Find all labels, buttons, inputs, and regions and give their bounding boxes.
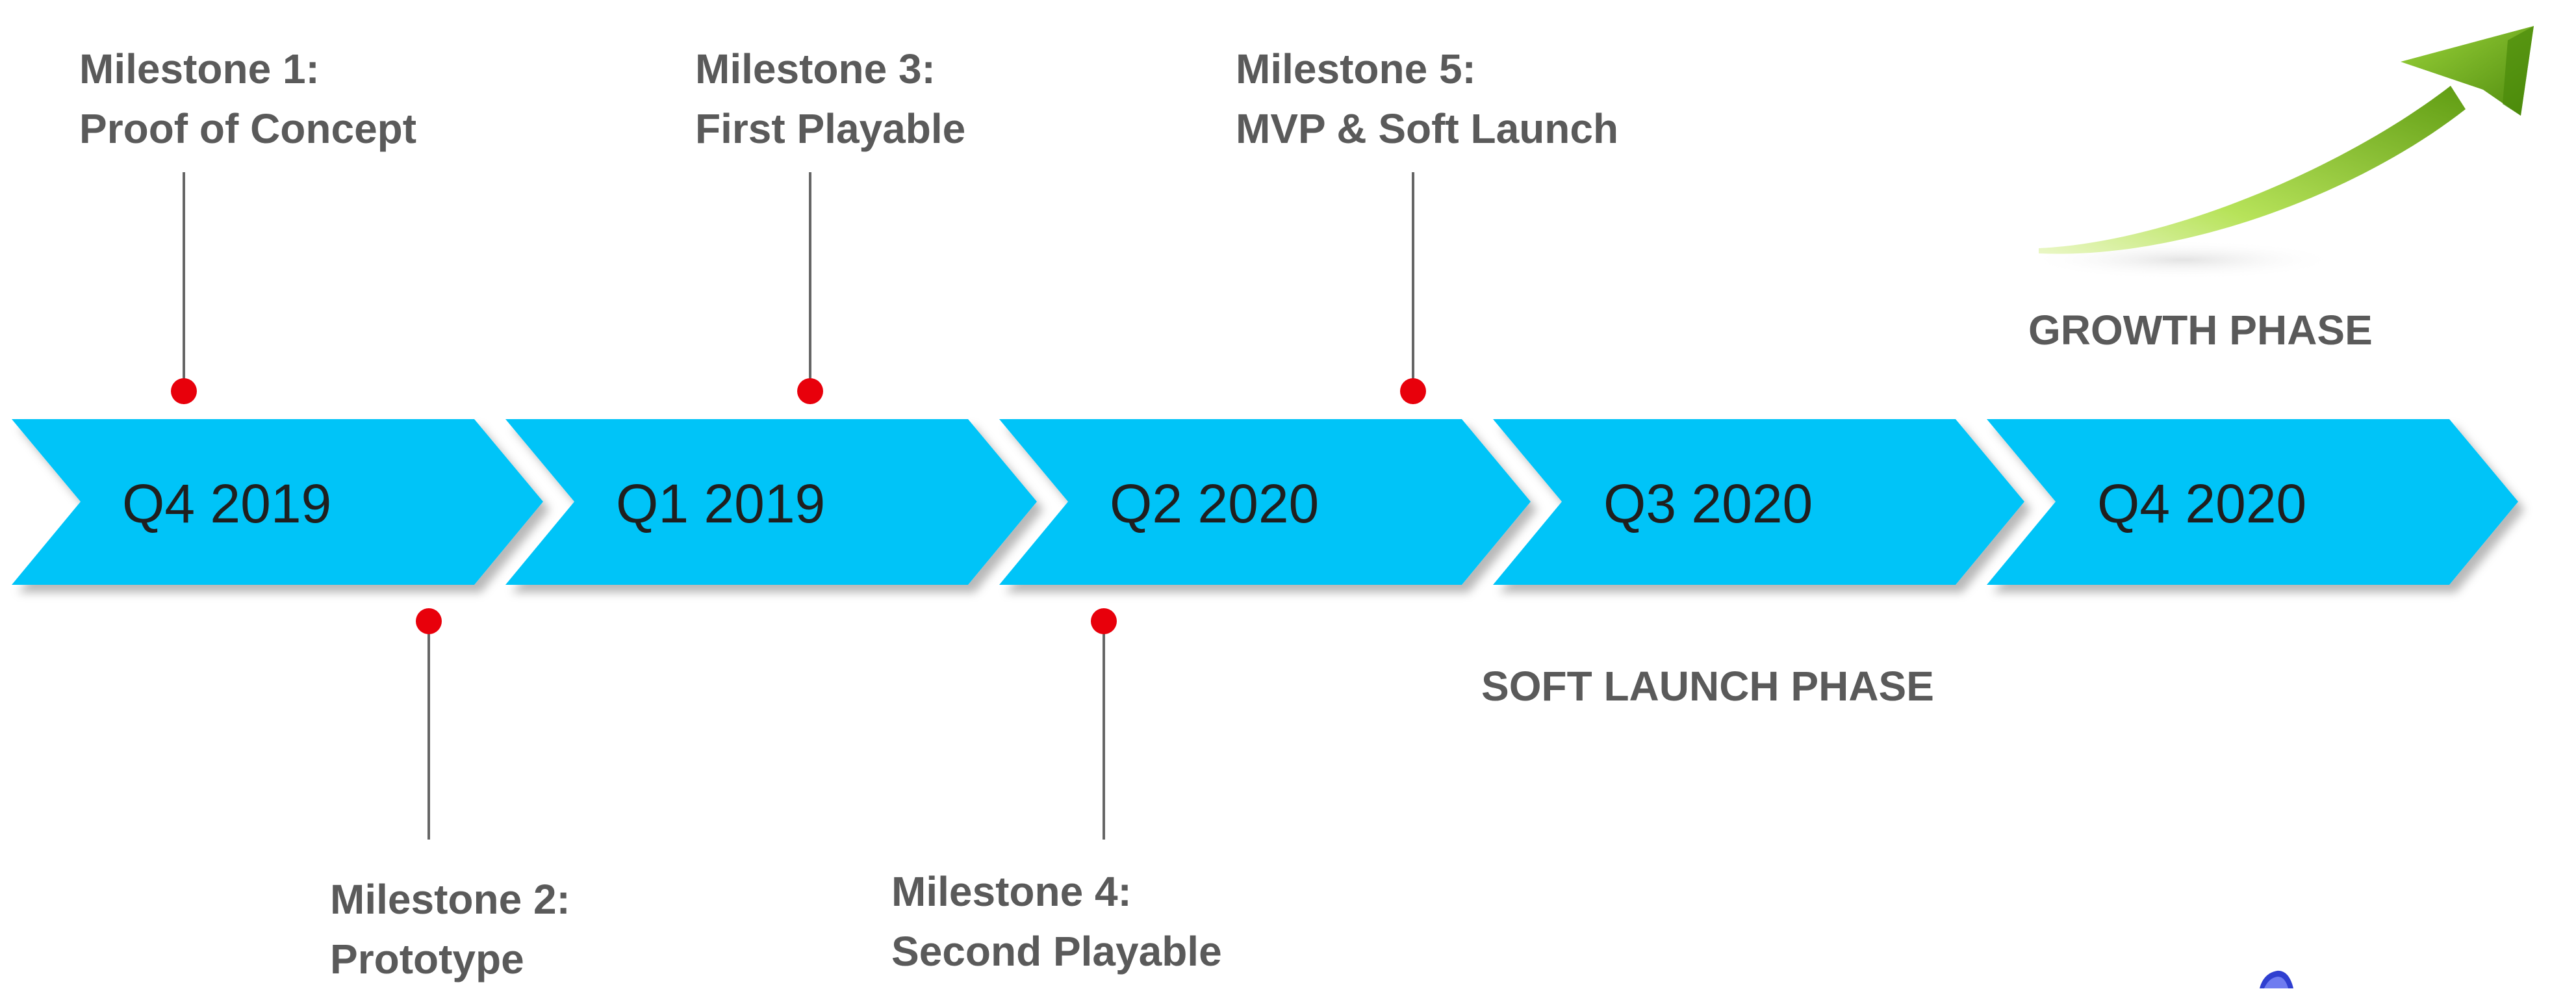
chevron-q1-2019 [505,419,1037,585]
milestone-4-label: Milestone 4: Second Playable [891,862,1222,981]
milestone-dot-3 [797,378,823,404]
green-upward-arrow-icon [2027,26,2534,279]
quarter-labels: Q4 2019 Q1 2019 Q2 2020 Q3 2020 Q4 2020 [122,473,2306,534]
milestone-2-subtitle: Prototype [330,936,524,983]
quarter-label-5: Q4 2020 [2097,473,2306,534]
milestone-3-label: Milestone 3: First Playable [695,39,965,159]
milestone-4-title: Milestone 4: [891,868,1132,915]
milestone-2-label: Milestone 2: Prototype [330,869,570,989]
quarter-label-3: Q2 2020 [1110,473,1319,534]
milestone-1-subtitle: Proof of Concept [79,105,417,152]
milestone-connectors [171,172,1426,840]
milestone-4-subtitle: Second Playable [891,928,1222,975]
chevron-q4-2020 [1987,419,2518,585]
milestone-5-subtitle: MVP & Soft Launch [1236,105,1619,152]
milestone-dot-2 [416,608,442,634]
milestone-3-title: Milestone 3: [695,45,936,92]
milestone-dot-1 [171,378,197,404]
milestone-1-title: Milestone 1: [79,45,320,92]
milestone-2-title: Milestone 2: [330,876,570,923]
milestone-dot-4 [1091,608,1117,634]
chevron-q4-2019 [12,419,543,585]
milestone-dot-5 [1400,378,1426,404]
quarter-label-1: Q4 2019 [122,473,331,534]
quarter-label-2: Q1 2019 [616,473,825,534]
chevron-row [12,419,2518,585]
milestone-3-subtitle: First Playable [695,105,966,152]
milestone-1-label: Milestone 1: Proof of Concept [79,39,416,159]
growth-phase-label: GROWTH PHASE [2028,307,2373,353]
blue-shape-icon [2260,970,2293,988]
milestone-5-title: Milestone 5: [1236,45,1476,92]
soft-launch-phase-label: SOFT LAUNCH PHASE [1481,663,1934,710]
milestone-5-label: Milestone 5: MVP & Soft Launch [1236,39,1618,159]
quarter-label-4: Q3 2020 [1603,473,1813,534]
chevron-q2-2020 [999,419,1531,585]
chevron-q3-2020 [1493,419,2024,585]
